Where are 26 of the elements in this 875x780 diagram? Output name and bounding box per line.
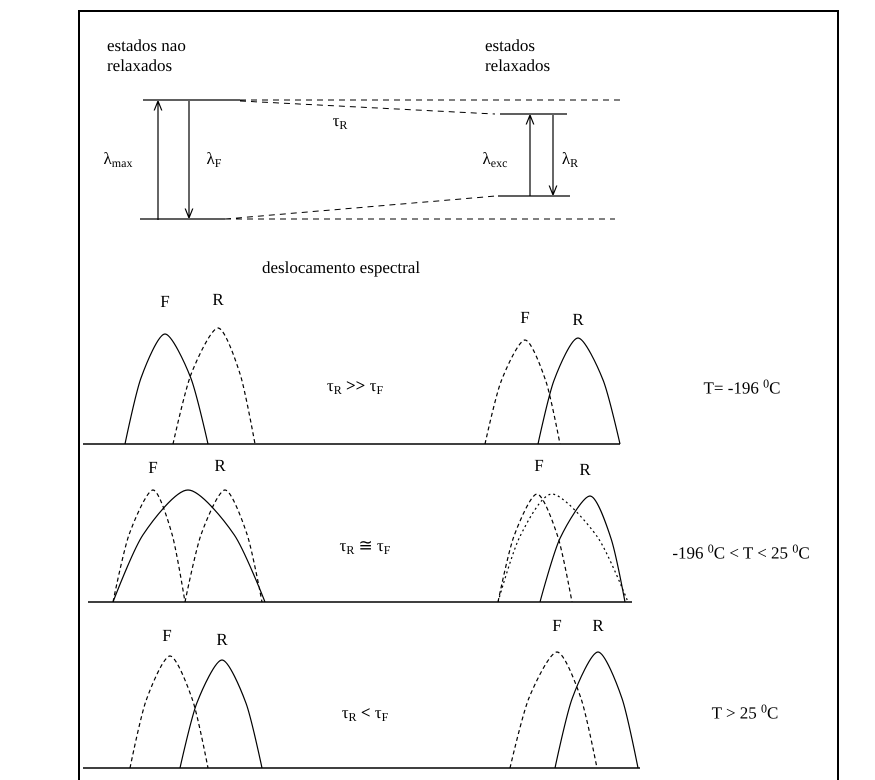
peak-label: R [214,456,226,476]
peak-label: F [148,458,158,478]
peak-label: F [162,626,172,646]
peak-label: R [592,616,604,636]
lifetime-relation: τ$_{R}$ >> τ$_{F}$ [326,376,384,398]
temperature-label: T= -196 $^{0}$C [704,378,780,398]
lifetime-relation: τ$_{R}$ ≅ τ$_{F}$ [340,536,390,558]
temperature-label: -196 $^{0}$C < T < 25 $^{0}$C [672,542,810,564]
wavelength-label: λ$_{F}$ [206,149,222,171]
peak-label: R [579,460,591,480]
state-label: estados relaxados [485,36,552,76]
peak-label: F [534,456,544,476]
peak-label: R [212,290,224,310]
lifetime-label: τ$_{R}$ [332,111,348,133]
peak-label: R [572,310,584,330]
wavelength-label: λ$_{R}$ [562,149,578,171]
peak-label: R [216,630,228,650]
peak-label: F [552,616,562,636]
peak-label: F [520,308,530,328]
temperature-label: T > 25 $^{0}$C [712,702,778,724]
lifetime-relation: τ$_{R}$ < τ$_{F}$ [342,703,388,725]
section-title: deslocamento espectral [262,258,420,278]
wavelength-label: λ$_{max}$ [104,149,132,171]
state-label: estados nao relaxados [107,36,187,76]
wavelength-label: λ$_{exc}$ [482,149,508,171]
peak-label: F [160,292,170,312]
